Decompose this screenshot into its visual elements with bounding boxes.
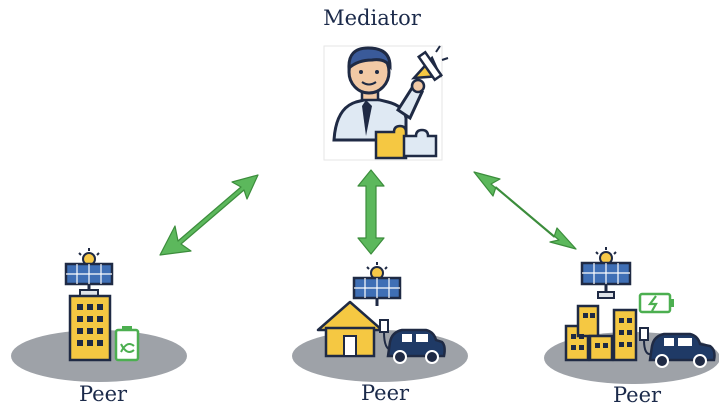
mediator-icon <box>323 45 449 161</box>
peer-label-center: Peer <box>360 381 410 405</box>
peer-label-right: Peer <box>612 383 662 407</box>
arrow-mediator-center-peer <box>357 169 385 255</box>
peer-center-icon <box>292 262 468 382</box>
peer-label-left: Peer <box>78 382 128 406</box>
arrow-mediator-right-peer <box>473 171 577 250</box>
arrow-mediator-left-peer <box>159 174 259 256</box>
mediator-label: Mediator <box>323 6 421 30</box>
peer-right-icon <box>544 247 719 384</box>
peer-left-icon <box>11 248 187 382</box>
